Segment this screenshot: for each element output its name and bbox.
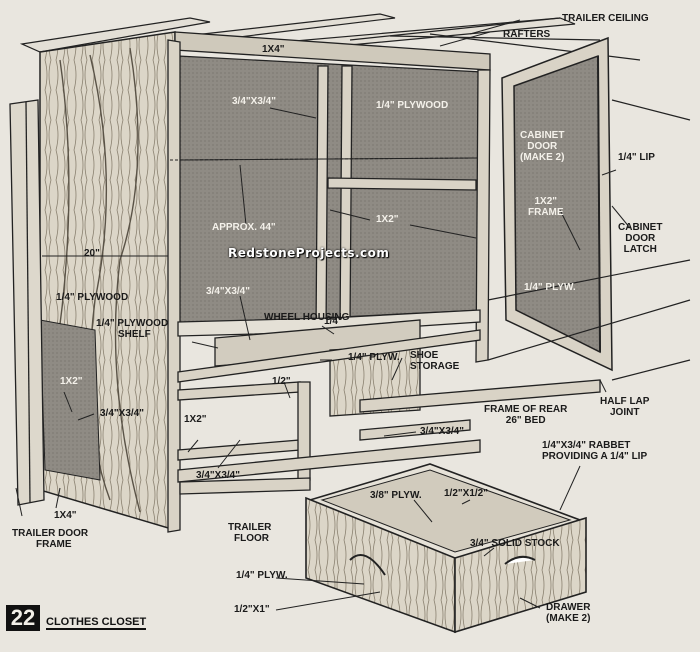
label-drawer-bottom: 1/4" PLYW. bbox=[236, 570, 288, 581]
lower-frame bbox=[177, 379, 601, 495]
label-side-frame: 1X2" bbox=[60, 376, 83, 387]
side-panel bbox=[39, 31, 176, 532]
label-door-frame: 1X2" FRAME bbox=[528, 196, 564, 218]
trailer-floor-line1: TRAILER bbox=[228, 522, 272, 533]
label-door-panel: 1/4" PLYW. bbox=[524, 282, 576, 293]
latch-line2: DOOR bbox=[625, 233, 656, 244]
label-bottom-rail: 1X4" bbox=[54, 510, 77, 521]
shelf-line2: SHELF bbox=[118, 329, 151, 340]
label-cabinet-door: CABINET DOOR (MAKE 2) bbox=[520, 130, 564, 163]
label-top-rail: 1X4" bbox=[262, 44, 285, 55]
cabinet-door-line1: CABINET bbox=[520, 130, 565, 141]
label-lower-frame: 1X2" bbox=[184, 414, 207, 425]
trailer-door-line2: FRAME bbox=[36, 539, 72, 550]
trailer-floor-line2: FLOOR bbox=[234, 533, 269, 544]
label-drawer-sides: 3/8" PLYW. bbox=[370, 490, 422, 501]
label-side-panel: 1/4" PLYWOOD bbox=[56, 292, 129, 303]
label-drawer-front: 3/4" SOLID STOCK bbox=[470, 538, 560, 549]
label-drawer-runner: 1/2"X1/2" bbox=[444, 488, 488, 499]
label-width-dimension: APPROX. 44" bbox=[212, 222, 276, 233]
label-side-cleat: 3/4"X3/4" bbox=[100, 408, 144, 419]
label-half-lap-joint: HALF LAP JOINT bbox=[600, 396, 649, 418]
latch-line1: CABINET bbox=[618, 222, 663, 233]
label-wheel-housing: WHEEL HOUSING bbox=[264, 312, 350, 323]
rear-bed-line1: FRAME OF REAR bbox=[484, 404, 568, 415]
label-trailer-floor: TRAILER FLOOR bbox=[228, 522, 271, 544]
label-door-lip: 1/4" LIP bbox=[618, 152, 655, 163]
cabinet-door-line2: DOOR bbox=[527, 141, 558, 152]
label-trailer-door-frame: TRAILER DOOR FRAME bbox=[12, 528, 88, 550]
latch-line3: LATCH bbox=[623, 244, 657, 255]
label-depth-dimension: 20" bbox=[84, 248, 100, 259]
leader-lines bbox=[15, 19, 631, 611]
label-trailer-ceiling: TRAILER CEILING bbox=[562, 13, 649, 24]
label-half-inch: 1/2" bbox=[272, 376, 291, 387]
label-drawer: DRAWER (MAKE 2) bbox=[546, 602, 590, 624]
label-divider-frame: 1X2" bbox=[376, 214, 399, 225]
front-frame bbox=[167, 39, 491, 533]
cabinet-door-line3: (MAKE 2) bbox=[520, 152, 565, 163]
rear-bed-line2: 26" BED bbox=[505, 415, 546, 426]
label-rabbet: 1/4"X3/4" RABBET PROVIDING A 1/4" LIP bbox=[542, 440, 647, 462]
shelf-line1: 1/4" PLYWOOD bbox=[96, 318, 169, 329]
half-lap-line1: HALF LAP bbox=[600, 396, 650, 407]
label-lower-cleat: 3/4"X3/4" bbox=[196, 470, 240, 481]
label-shoe-panel: 1/4" PLYW. bbox=[348, 352, 400, 363]
drawer bbox=[305, 463, 587, 634]
door-frame-line1: 1X2" bbox=[534, 196, 558, 207]
rabbet-line1: 1/4"X3/4" RABBET bbox=[542, 440, 631, 451]
label-drawer-slide: 1/2"X1" bbox=[234, 604, 270, 615]
label-shoe-storage: SHOE STORAGE bbox=[410, 350, 460, 372]
label-bed-cleat: 3/4"X3/4" bbox=[420, 426, 464, 437]
label-rafters: RAFTERS bbox=[503, 29, 551, 40]
watermark: RedstoneProjects.com bbox=[228, 246, 390, 260]
rear-bed-frame bbox=[487, 99, 691, 381]
label-upright-size: 3/4"X3/4" bbox=[232, 96, 276, 107]
figure-number: 22 bbox=[6, 605, 40, 631]
rabbet-line2: PROVIDING A 1/4" LIP bbox=[542, 451, 648, 462]
drawer-line2: (MAKE 2) bbox=[546, 613, 591, 624]
label-plywood-shelf: 1/4" PLYWOOD SHELF bbox=[96, 318, 168, 340]
figure-caption: CLOTHES CLOSET bbox=[46, 616, 147, 630]
label-rear-bed: FRAME OF REAR 26" BED bbox=[484, 404, 567, 426]
label-cleat-size: 3/4"X3/4" bbox=[206, 286, 250, 297]
back-panel bbox=[177, 55, 483, 326]
trailer-door-frame bbox=[9, 99, 45, 506]
drawer-line1: DRAWER bbox=[546, 602, 591, 613]
label-cabinet-door-latch: CABINET DOOR LATCH bbox=[618, 222, 662, 255]
trailer-door-line1: TRAILER DOOR bbox=[12, 528, 89, 539]
half-lap-line2: JOINT bbox=[610, 407, 640, 418]
label-back-panel: 1/4" PLYWOOD bbox=[376, 100, 449, 111]
door-frame-line2: FRAME bbox=[528, 207, 564, 218]
label-housing-thickness: 1/4" bbox=[324, 316, 343, 327]
cabinet-door bbox=[501, 36, 613, 372]
